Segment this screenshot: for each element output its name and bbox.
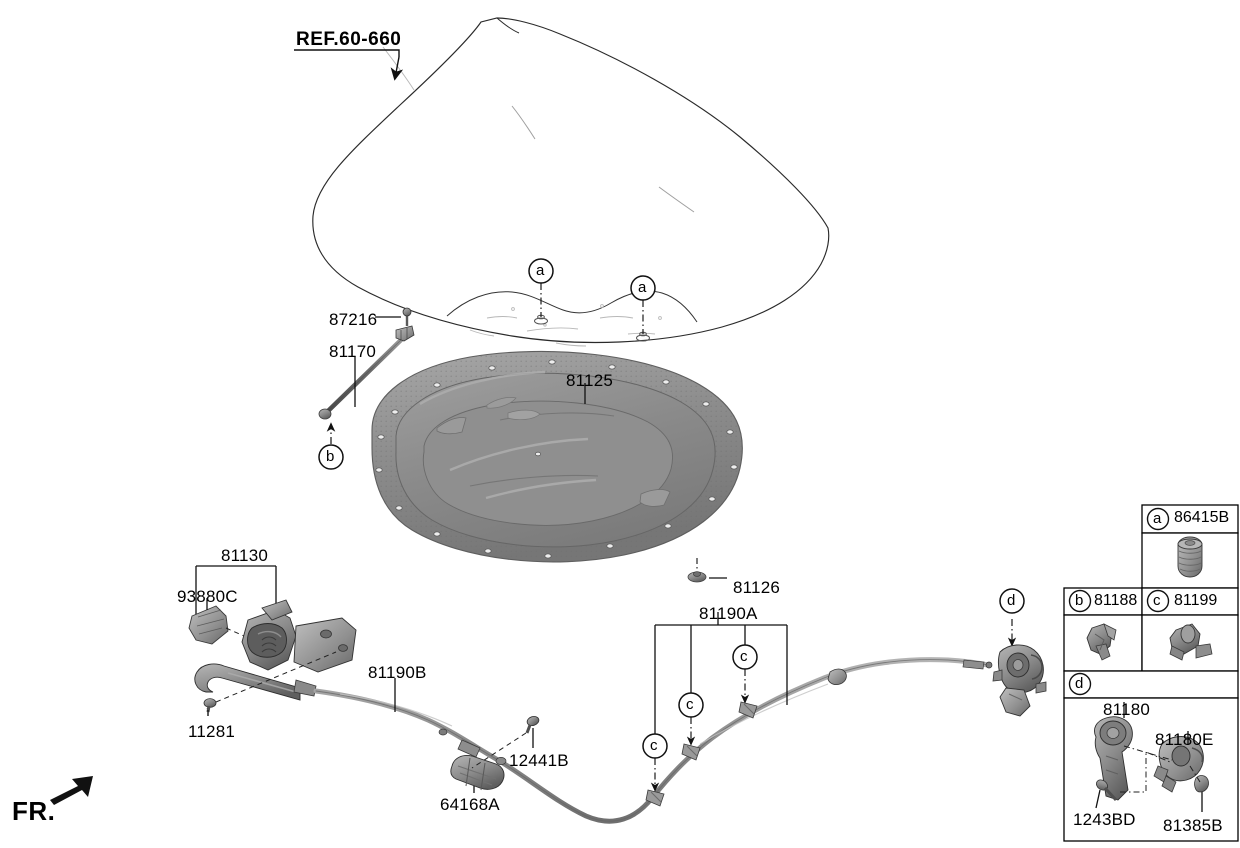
- hood-release-cable: [313, 612, 993, 824]
- callout-a-2: a: [638, 279, 647, 296]
- callout-bubbles: [318, 258, 1170, 759]
- part-label-64168A: 64168A: [440, 795, 500, 814]
- part-label-81130: 81130: [221, 546, 269, 565]
- fr-direction-arrow: [50, 776, 93, 805]
- callout-c-3: c: [740, 648, 748, 665]
- legend-detail-d-artwork: [1094, 702, 1209, 812]
- detail-label-81180E: 81180E: [1155, 730, 1214, 749]
- legend-part-86415B: 86415B: [1174, 509, 1230, 526]
- insulator-clip-81126: [687, 558, 727, 583]
- detail-label-81385B: 81385B: [1163, 816, 1223, 835]
- callout-c-2: c: [686, 696, 694, 713]
- legend-letter-a: a: [1153, 510, 1162, 527]
- part-label-87216: 87216: [329, 310, 378, 329]
- part-label-11281: 11281: [188, 722, 236, 741]
- legend-letter-d: d: [1075, 675, 1084, 692]
- part-label-81190B: 81190B: [368, 663, 427, 682]
- hood-insulator-pad: [371, 350, 743, 563]
- hood-stay-rod-assembly: [318, 307, 415, 444]
- part-label-81190A: 81190A: [699, 604, 758, 623]
- legend-letter-c: c: [1153, 592, 1161, 609]
- detail-label-81180: 81180: [1103, 700, 1151, 719]
- callout-b-1: b: [326, 448, 335, 465]
- legend-letter-b: b: [1075, 592, 1084, 609]
- callout-c-1: c: [650, 737, 658, 754]
- legend-icon-81188: [1086, 623, 1117, 661]
- ref-label: REF.60-660: [296, 29, 402, 50]
- fr-label: FR.: [12, 796, 56, 826]
- cable-clip-marks: [645, 701, 758, 807]
- legend-icon-86415B: [1177, 536, 1203, 578]
- detail-label-1243BD: 1243BD: [1073, 810, 1136, 829]
- hood-panel-outline: [312, 17, 830, 347]
- part-label-81170: 81170: [329, 342, 377, 361]
- part-label-81126: 81126: [733, 578, 781, 597]
- hood-latch-right-assembly: [992, 619, 1047, 717]
- legend-part-81199: 81199: [1174, 592, 1218, 609]
- legend-part-81188: 81188: [1094, 592, 1138, 609]
- callout-d-1: d: [1007, 592, 1016, 609]
- ref-leader-line: [294, 49, 404, 81]
- part-label-81125: 81125: [566, 371, 614, 390]
- cable-holder-64168A: [450, 716, 540, 793]
- legend-grid: [1063, 504, 1239, 842]
- hood-latch-release-assembly: [188, 565, 357, 716]
- legend-icon-81199: [1169, 623, 1213, 661]
- part-label-12441B: 12441B: [509, 751, 569, 770]
- part-label-93880C: 93880C: [177, 587, 238, 606]
- callout-a-1: a: [536, 262, 545, 279]
